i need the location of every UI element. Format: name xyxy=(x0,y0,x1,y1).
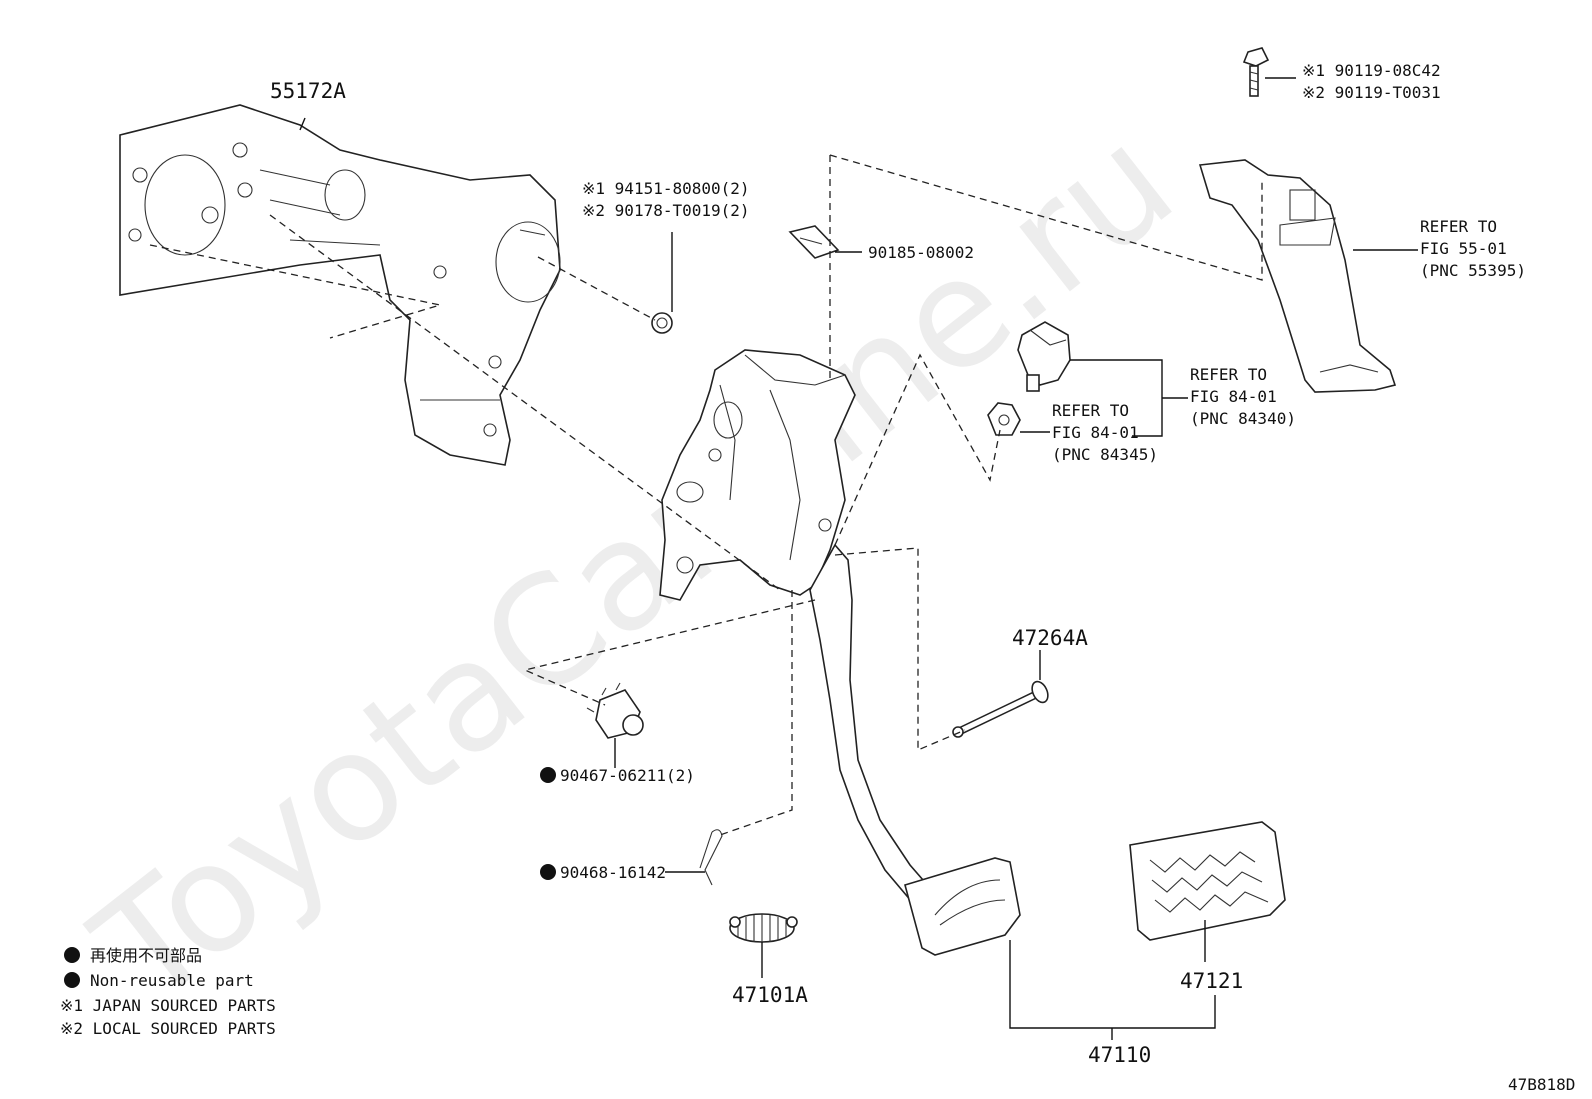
leader-55172a xyxy=(299,117,306,131)
assembly-lines xyxy=(149,154,1263,836)
refer-55-1: REFER TO xyxy=(1420,217,1497,236)
label-bolt-l: ※2 90119-T0031 xyxy=(1302,83,1441,102)
clip-90185[interactable] xyxy=(788,225,840,259)
bolt-90119[interactable] xyxy=(1242,47,1270,97)
bullet-90468 xyxy=(540,864,556,880)
label-90468: 90468-16142 xyxy=(560,863,666,882)
label-bolt-j: ※1 90119-08C42 xyxy=(1302,61,1441,80)
pad-47121[interactable] xyxy=(1129,821,1286,941)
cushion-84345[interactable] xyxy=(987,402,1021,436)
spring-47101a[interactable] xyxy=(729,913,798,943)
pedal-arm-47110[interactable] xyxy=(809,543,1021,956)
legend-bullet-2 xyxy=(64,972,80,988)
switch-84340[interactable] xyxy=(1017,321,1071,392)
label-nut-j: ※1 94151-80800(2) xyxy=(582,179,750,198)
pin-47264a[interactable] xyxy=(952,679,1051,738)
label-47110: 47110 xyxy=(1088,1043,1151,1067)
label-clip: 90185-08002 xyxy=(868,243,974,262)
refer-84b-1: REFER TO xyxy=(1052,401,1129,420)
legend: 再使用不可部品 Non-reusable part ※1 JAPAN SOURC… xyxy=(60,946,276,1038)
refer-84a-2: FIG 84-01 xyxy=(1190,387,1277,406)
refer-55-2: FIG 55-01 xyxy=(1420,239,1507,258)
label-47101a: 47101A xyxy=(732,983,808,1007)
refer-84a-3: (PNC 84340) xyxy=(1190,409,1296,428)
legend-jp: 再使用不可部品 xyxy=(90,946,202,965)
legend-bullet-1 xyxy=(64,947,80,963)
label-nut-l: ※2 90178-T0019(2) xyxy=(582,201,750,220)
label-55172a: 55172A xyxy=(270,79,346,103)
label-47264a: 47264A xyxy=(1012,626,1088,650)
bracket-55395[interactable] xyxy=(1198,159,1397,393)
legend-note2: ※2 LOCAL SOURCED PARTS xyxy=(60,1019,276,1038)
bracket-55172a[interactable] xyxy=(119,104,561,466)
bullet-90467 xyxy=(540,767,556,783)
legend-en: Non-reusable part xyxy=(90,971,254,990)
bushing-90467[interactable] xyxy=(586,682,644,739)
refer-84b-2: FIG 84-01 xyxy=(1052,423,1139,442)
refer-84a-1: REFER TO xyxy=(1190,365,1267,384)
nut-94151[interactable] xyxy=(651,312,673,334)
refer-84b-3: (PNC 84345) xyxy=(1052,445,1158,464)
diagram-code: 47B818D xyxy=(1508,1075,1575,1094)
legend-note1: ※1 JAPAN SOURCED PARTS xyxy=(60,996,276,1015)
label-47121: 47121 xyxy=(1180,969,1243,993)
clip-90468[interactable] xyxy=(699,829,723,886)
refer-55-3: (PNC 55395) xyxy=(1420,261,1526,280)
label-90467: 90467-06211(2) xyxy=(560,766,695,785)
